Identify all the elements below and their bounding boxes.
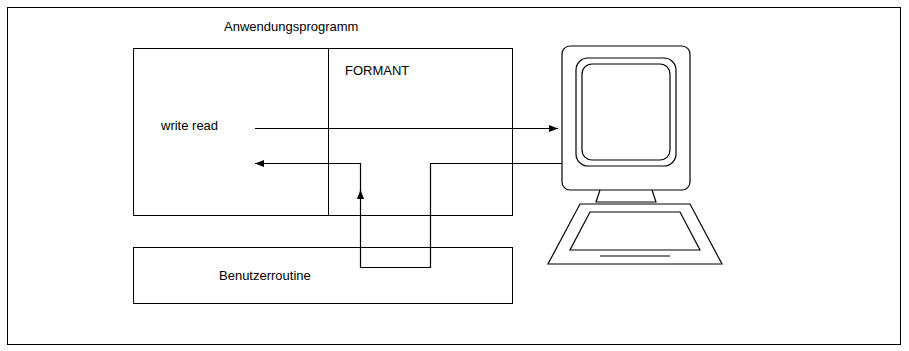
- module-box: FORMANT: [328, 48, 513, 216]
- module-label: FORMANT: [345, 63, 409, 79]
- body-label: write read: [161, 118, 218, 134]
- heading-label: Anwendungsprogramm: [224, 19, 358, 35]
- connector: [360, 190, 361, 247]
- terminal-icon: [548, 46, 722, 264]
- routine-box: Benutzerroutine: [133, 247, 513, 304]
- routine-label: Benutzerroutine: [219, 268, 311, 284]
- figure-frame: [8, 8, 901, 345]
- read-arrow: [255, 164, 361, 193]
- program-box: Anwendungsprogrammwrite readFORMANT: [133, 48, 513, 216]
